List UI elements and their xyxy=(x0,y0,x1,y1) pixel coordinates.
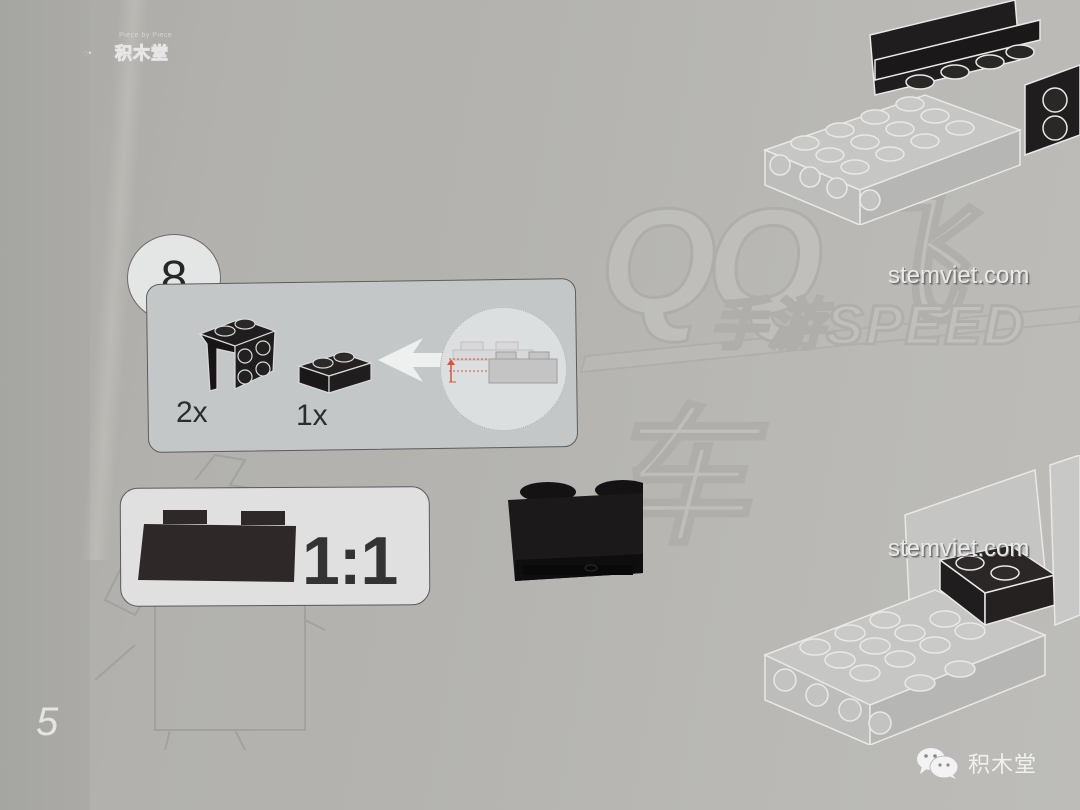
height-offset-diagram xyxy=(447,341,558,384)
logo-ornament-icon: ◌• xyxy=(83,48,92,58)
brick-1x2-part-icon xyxy=(297,351,373,394)
physical-brick-photo xyxy=(508,480,643,581)
brick-quantity: 1x xyxy=(296,399,328,432)
wechat-account-name: 积木堂 xyxy=(968,752,1038,777)
scale-label: 1:1 xyxy=(302,523,398,599)
logo-subtitle: 手游SPEED xyxy=(709,292,1026,358)
mascot-sketch xyxy=(95,453,325,750)
watermark-stemviet-1: stemviet.com xyxy=(888,262,1030,289)
logo-brand-text: 积木堂 xyxy=(115,44,169,64)
page-edge-shadow xyxy=(0,0,90,810)
assembly-illustration-top xyxy=(762,0,1080,225)
wechat-account-badge: 积木堂 xyxy=(916,746,1037,780)
scale-brick-silhouette xyxy=(138,510,296,582)
brand-logo: ◌• Piece by Piece 积木堂 xyxy=(83,32,173,64)
bracket-quantity: 2x xyxy=(176,396,208,429)
page-number: 5 xyxy=(36,700,59,744)
watermark-stemviet-2: stemviet.com xyxy=(888,535,1030,562)
arrow-left-icon xyxy=(378,338,448,382)
detail-callout-circle xyxy=(440,307,567,431)
wechat-icon xyxy=(917,748,959,779)
assembly-illustration-bottom xyxy=(763,455,1080,745)
bracket-part-icon xyxy=(198,318,277,392)
logo-tagline: Piece by Piece xyxy=(119,32,173,39)
